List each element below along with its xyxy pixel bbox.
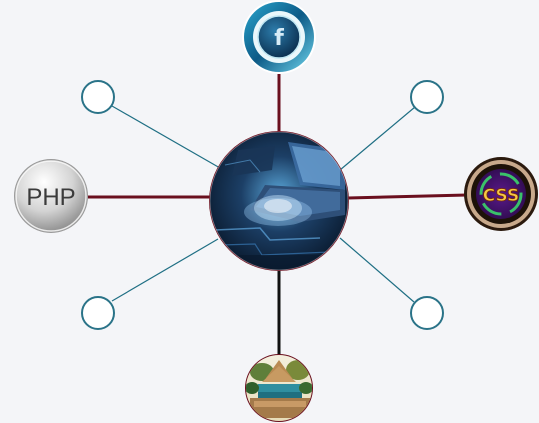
landscape-boat-illustration bbox=[246, 355, 312, 421]
css-node[interactable]: CSS bbox=[464, 157, 538, 231]
connector-right bbox=[347, 193, 468, 200]
empty-node-top-left[interactable] bbox=[81, 80, 115, 114]
empty-node-bottom-right[interactable] bbox=[410, 296, 444, 330]
css-logo-icon: CSS bbox=[483, 186, 520, 206]
connector-bottom-left bbox=[111, 238, 219, 302]
php-logo-icon: PHP bbox=[26, 184, 75, 211]
center-hub[interactable] bbox=[209, 131, 350, 273]
empty-node-top-right[interactable] bbox=[410, 80, 444, 114]
php-node[interactable]: PHP bbox=[14, 159, 88, 233]
connector-top-right bbox=[339, 106, 416, 171]
connector-lines bbox=[88, 74, 468, 356]
connector-bottom-right bbox=[339, 237, 415, 303]
connector-top-left bbox=[111, 105, 221, 169]
empty-node-bottom-left[interactable] bbox=[81, 296, 115, 330]
facebook-icon: f bbox=[274, 26, 284, 51]
laptop-technology-illustration bbox=[210, 132, 348, 270]
landscape-node[interactable] bbox=[245, 354, 313, 422]
facebook-node[interactable]: f bbox=[242, 0, 316, 74]
